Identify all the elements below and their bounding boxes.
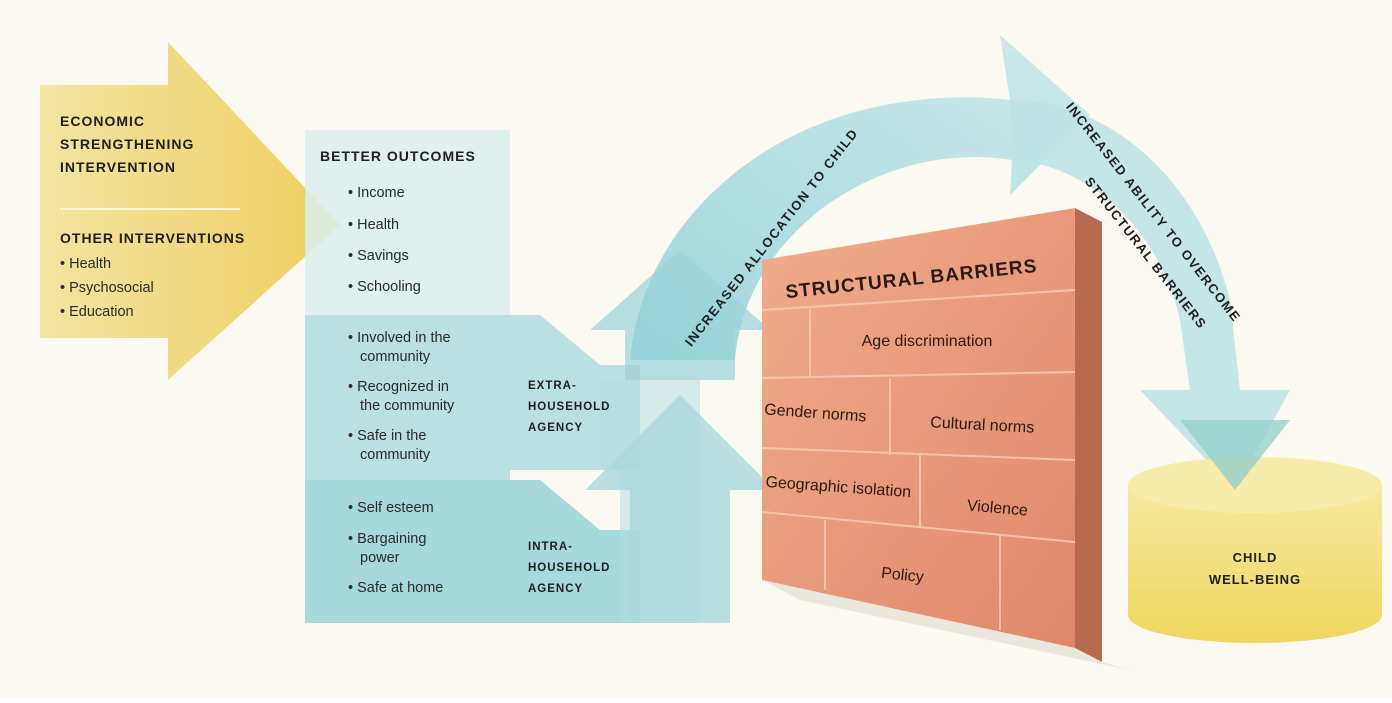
other-interventions-label: OTHER INTERVENTIONS • Health • Psychosoc… [60, 230, 245, 320]
intra-line-4: • Safe at home [348, 580, 443, 596]
brick-age-discrimination: Age discrimination [862, 333, 993, 350]
brick-cultural-norms: Cultural norms [930, 414, 1035, 436]
other-item-education: • Education [60, 304, 134, 320]
economic-line-3: INTERVENTION [60, 159, 176, 175]
allocation-arc [630, 35, 1090, 360]
other-item-psychosocial: • Psychosocial [60, 280, 154, 296]
extra-line-2: community [360, 349, 431, 365]
input-arrow [40, 42, 340, 380]
child-wellbeing-cylinder: CHILD WELL-BEING [1128, 420, 1382, 643]
intra-line-3: power [360, 550, 400, 566]
outcomes-list: BETTER OUTCOMES • Income • Health • Savi… [320, 148, 476, 295]
ability-arc [1010, 100, 1290, 490]
economic-intervention-label: ECONOMIC STRENGTHENING INTERVENTION [60, 113, 194, 175]
brick-violence: Violence [966, 497, 1028, 519]
extra-household-list: • Involved in the community • Recognized… [348, 330, 455, 463]
intra-label-2: HOUSEHOLD [528, 562, 610, 574]
outcome-savings: • Savings [348, 248, 409, 264]
extra-label-3: AGENCY [528, 422, 583, 434]
intra-label-3: AGENCY [528, 583, 583, 595]
extra-line-5: • Safe in the [348, 428, 426, 444]
intra-line-1: • Self esteem [348, 500, 434, 516]
economic-line-1: ECONOMIC [60, 113, 145, 129]
structural-barriers-wall: STRUCTURAL BARRIERS Age discrimination G… [761, 208, 1130, 670]
extra-line-3: • Recognized in [348, 379, 449, 395]
outcome-schooling: • Schooling [348, 279, 421, 295]
brick-policy: Policy [880, 565, 924, 586]
outcomes-box [305, 130, 700, 623]
child-label-2: WELL-BEING [1209, 572, 1301, 587]
extra-line-1: • Involved in the [348, 330, 451, 346]
economic-line-2: STRENGTHENING [60, 136, 194, 152]
extra-label-2: HOUSEHOLD [528, 401, 610, 413]
other-title: OTHER INTERVENTIONS [60, 230, 245, 246]
extra-line-4: the community [360, 398, 455, 414]
intra-label-1: INTRA- [528, 541, 573, 553]
outcome-income: • Income [348, 185, 405, 201]
extra-household-agency-label: EXTRA- HOUSEHOLD AGENCY [528, 380, 610, 434]
intra-line-2: • Bargaining [348, 531, 426, 547]
extra-label-1: EXTRA- [528, 380, 577, 392]
intra-household-list: • Self esteem • Bargaining power • Safe … [348, 500, 443, 596]
extra-line-6: community [360, 447, 431, 463]
outcome-health: • Health [348, 217, 399, 233]
intra-household-agency-label: INTRA- HOUSEHOLD AGENCY [528, 541, 610, 595]
other-item-health: • Health [60, 256, 111, 272]
child-label-1: CHILD [1233, 550, 1278, 565]
outcomes-title: BETTER OUTCOMES [320, 148, 476, 164]
